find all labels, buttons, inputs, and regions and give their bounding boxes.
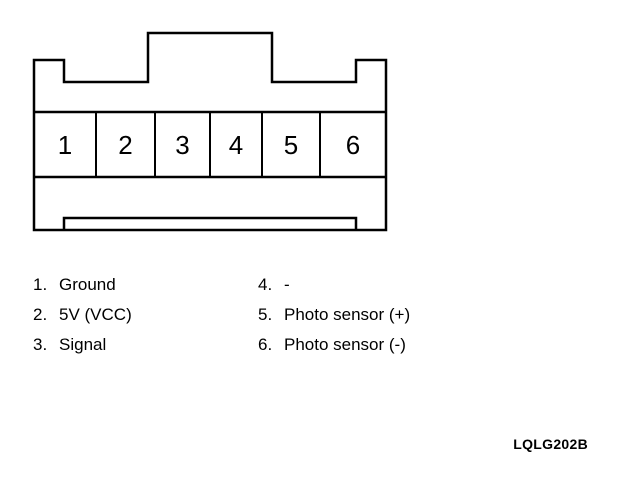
connector-bottom-latch: [62, 216, 358, 230]
legend-item-label: Signal: [59, 335, 107, 354]
legend-item-label: -: [284, 275, 290, 294]
pin-number: 4: [229, 130, 243, 160]
legend-right-column: 4.- 5. Photo sensor (+) 6. Photo sensor (-…: [258, 270, 410, 360]
legend-item-number: 6.: [258, 335, 273, 354]
pin-number: 1: [58, 130, 72, 160]
legend-item-number: 3.: [33, 335, 48, 354]
legend-item: 4.-: [258, 270, 410, 300]
legend-item-number: 2.: [33, 305, 48, 324]
pin-number: 6: [346, 130, 360, 160]
reference-code: LQLG202B: [513, 436, 588, 452]
legend-item-label: Ground: [59, 275, 116, 294]
legend-item-label: Photo sensor (-): [284, 335, 406, 354]
legend-left-column: 1. Ground 2. 5V (VCC) 3. Signal: [33, 270, 132, 360]
legend-item-label: Photo sensor (+): [284, 305, 411, 324]
legend-item: 6. Photo sensor (-): [258, 330, 410, 360]
pin-number: 2: [118, 130, 132, 160]
pin-number: 3: [175, 130, 189, 160]
pin-number: 5: [284, 130, 298, 160]
connector-diagram: 1 2 3 4 5 6: [32, 31, 388, 232]
legend-item-label: 5V (VCC): [59, 305, 132, 324]
legend-item: 3. Signal: [33, 330, 132, 360]
legend-item-number: 4.: [258, 275, 273, 294]
legend-item: 2. 5V (VCC): [33, 300, 132, 330]
legend-item: 5. Photo sensor (+): [258, 300, 410, 330]
legend-item-number: 1.: [33, 275, 48, 294]
legend-item-number: 5.: [258, 305, 273, 324]
legend-item: 1. Ground: [33, 270, 132, 300]
